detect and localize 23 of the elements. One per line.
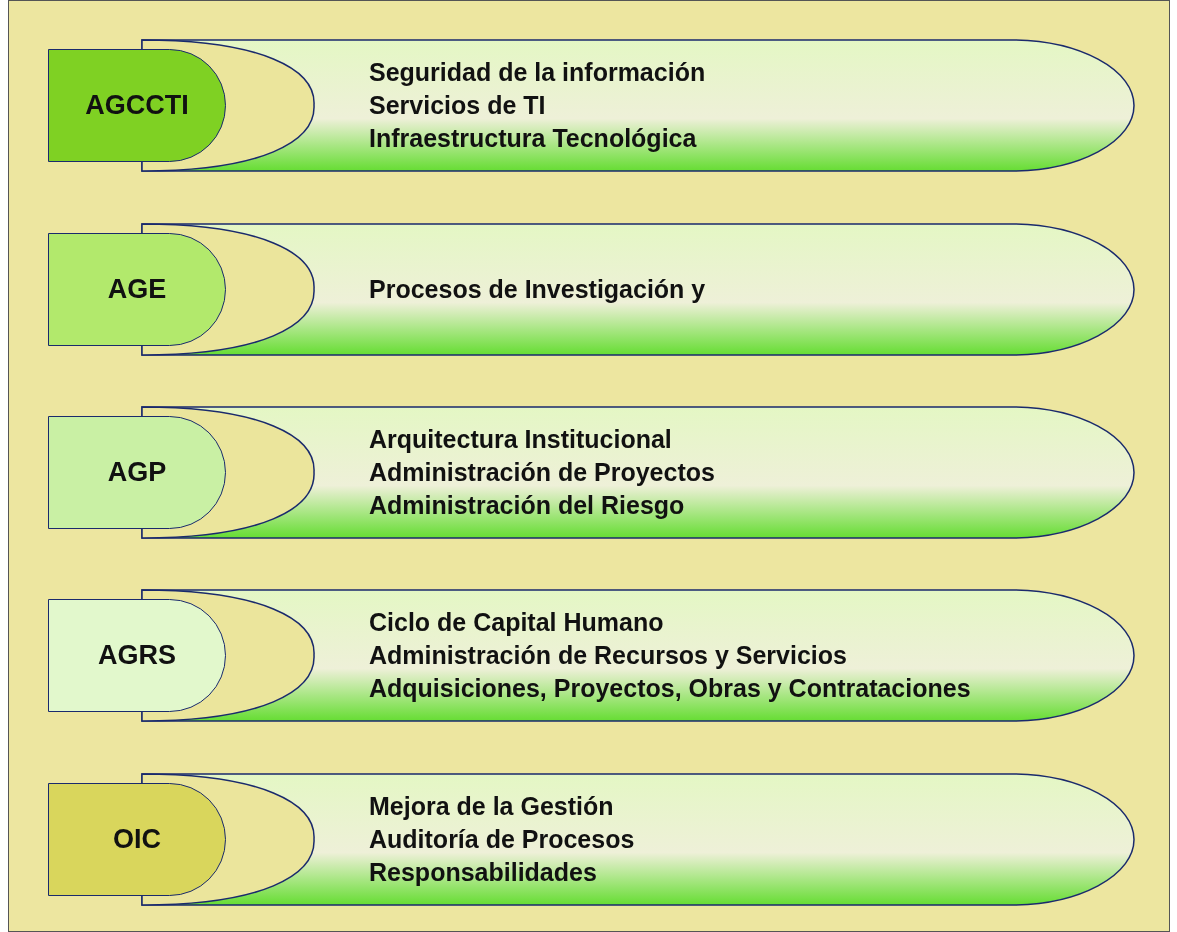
- process-name: Mejora de la Gestión: [369, 791, 615, 822]
- process-name: Auditoría de Procesos: [369, 824, 635, 855]
- unit-tab: [48, 599, 226, 712]
- process-name: Seguridad de la información: [369, 57, 706, 88]
- unit-tab: [48, 783, 226, 896]
- unit-tab: [48, 49, 226, 162]
- process-name: Responsabilidades: [369, 857, 598, 888]
- process-name: Ciclo de Capital Humano: [369, 607, 665, 638]
- process-name: Administración de Proyectos: [369, 457, 715, 488]
- unit-label: AGE: [107, 274, 167, 305]
- unit-label: OIC: [113, 824, 161, 855]
- process-name: Adquisiciones, Proyectos, Obras y Contrataciones: [369, 673, 971, 704]
- unit-tab: [48, 416, 226, 529]
- process-name: Infraestructura Tecnológica: [369, 123, 698, 154]
- unit-tab: [48, 233, 226, 346]
- process-name: Procesos de Investigación y: [369, 274, 706, 305]
- process-name: Administración de Recursos y Servicios: [369, 640, 848, 671]
- unit-label: AGP: [107, 457, 167, 488]
- unit-label: AGRS: [98, 640, 176, 671]
- process-name: Administración del Riesgo: [369, 490, 686, 521]
- process-name: Arquitectura Institucional: [369, 424, 673, 455]
- process-name: Servicios de TI: [369, 90, 547, 121]
- unit-label: AGCCTI: [85, 90, 189, 121]
